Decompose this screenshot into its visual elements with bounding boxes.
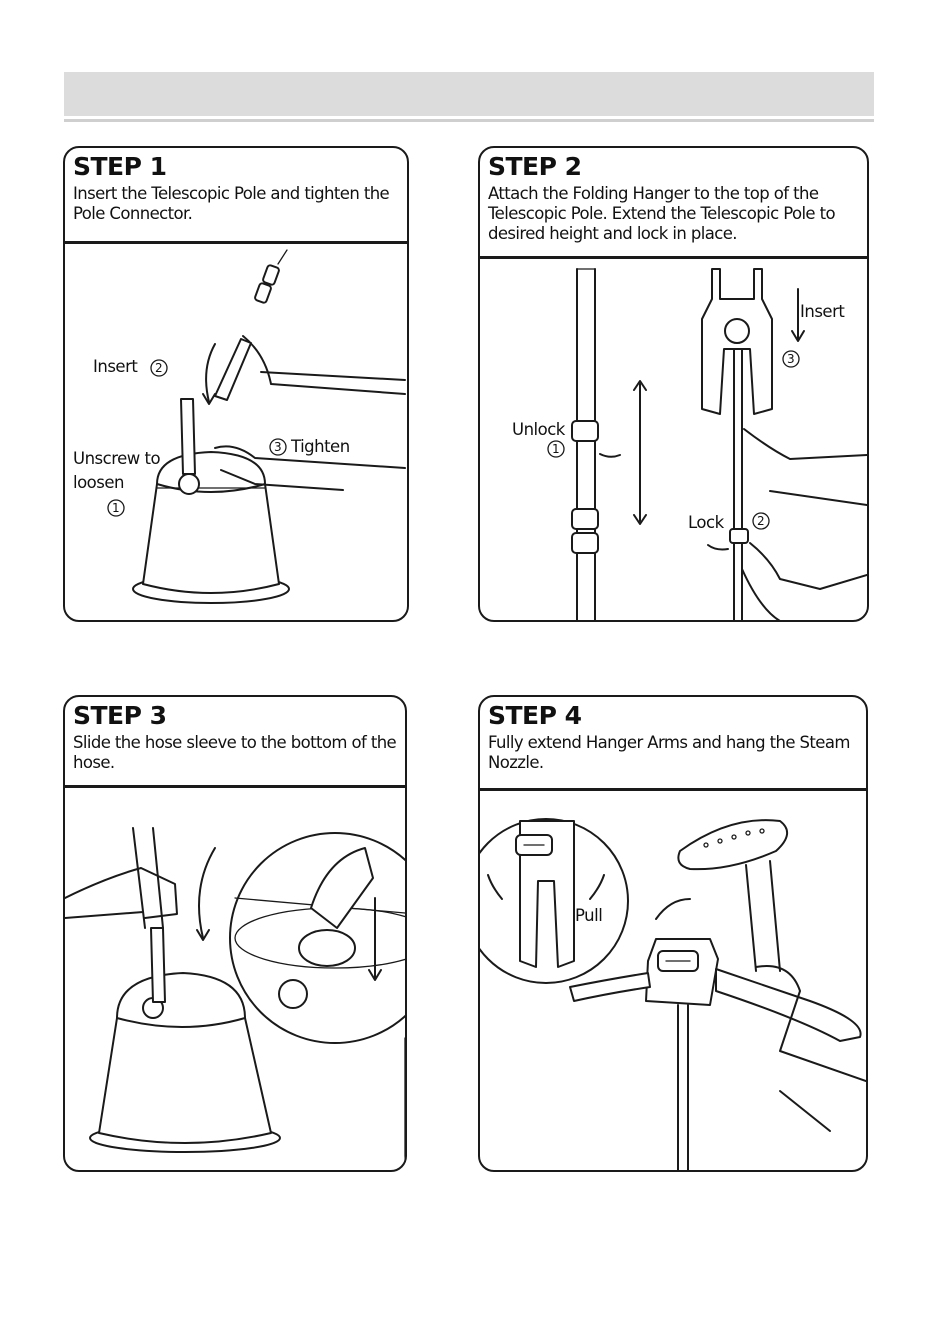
step-2-insert-num: 3 [787, 352, 795, 366]
step-1-header: STEP 1 Insert the Telescopic Pole and ti… [65, 148, 407, 244]
step-2-drawing: Unlock 1 Insert 3 Lock 2 [512, 268, 867, 620]
step-1-illustration: Insert 2 3 Tighten Unscrew to loosen 1 [65, 244, 407, 620]
step-3-drawing [65, 827, 405, 1170]
step-2-lock-label: Lock [688, 513, 725, 532]
step-2-card: STEP 2 Attach the Folding Hanger to the … [478, 146, 869, 622]
step-4-drawing: Pull [480, 818, 866, 1170]
step-1-title: STEP 1 [73, 152, 167, 181]
step-2-header: STEP 2 Attach the Folding Hanger to the … [480, 148, 867, 259]
step-2-illustration: Unlock 1 Insert 3 Lock 2 [480, 259, 867, 620]
step-2-lock-num: 2 [757, 514, 765, 528]
header-rule [64, 119, 874, 122]
step-3-header: STEP 3 Slide the hose sleeve to the bott… [65, 697, 405, 788]
step-4-header: STEP 4 Fully extend Hanger Arms and hang… [480, 697, 866, 791]
step-1-description: Insert the Telescopic Pole and tighten t… [73, 184, 390, 223]
step-1-unscrew-num: 1 [112, 501, 120, 515]
step-3-illustration [65, 788, 405, 1170]
step-1-unscrew-line1: Unscrew to [73, 449, 160, 468]
step-1-tighten-num: 3 [274, 440, 282, 454]
step-4-illustration: Pull [480, 791, 866, 1170]
step-3-card: STEP 3 Slide the hose sleeve to the bott… [63, 695, 407, 1172]
step-2-title: STEP 2 [488, 152, 582, 181]
step-1-unscrew-line2: loosen [73, 473, 124, 492]
step-3-title: STEP 3 [73, 701, 167, 730]
step-1-insert-num: 2 [155, 361, 163, 375]
step-2-unlock-label: Unlock [512, 420, 566, 439]
step-1-tighten-label: Tighten [290, 437, 350, 456]
step-3-description: Slide the hose sleeve to the bottom of t… [73, 733, 397, 772]
step-1-drawing: Insert 2 3 Tighten Unscrew to loosen 1 [73, 249, 406, 604]
step-2-unlock-num: 1 [552, 442, 560, 456]
step-4-pull-label: Pull [575, 906, 602, 925]
step-1-insert-label: Insert [93, 357, 138, 376]
step-4-card: STEP 4 Fully extend Hanger Arms and hang… [478, 695, 868, 1172]
step-2-description: Attach the Folding Hanger to the top of … [488, 184, 836, 243]
step-1-card: STEP 1 Insert the Telescopic Pole and ti… [63, 146, 409, 622]
step-2-insert-label: Insert [800, 302, 845, 321]
header-bar [64, 72, 874, 116]
step-4-title: STEP 4 [488, 701, 582, 730]
step-4-description: Fully extend Hanger Arms and hang the St… [488, 733, 850, 772]
